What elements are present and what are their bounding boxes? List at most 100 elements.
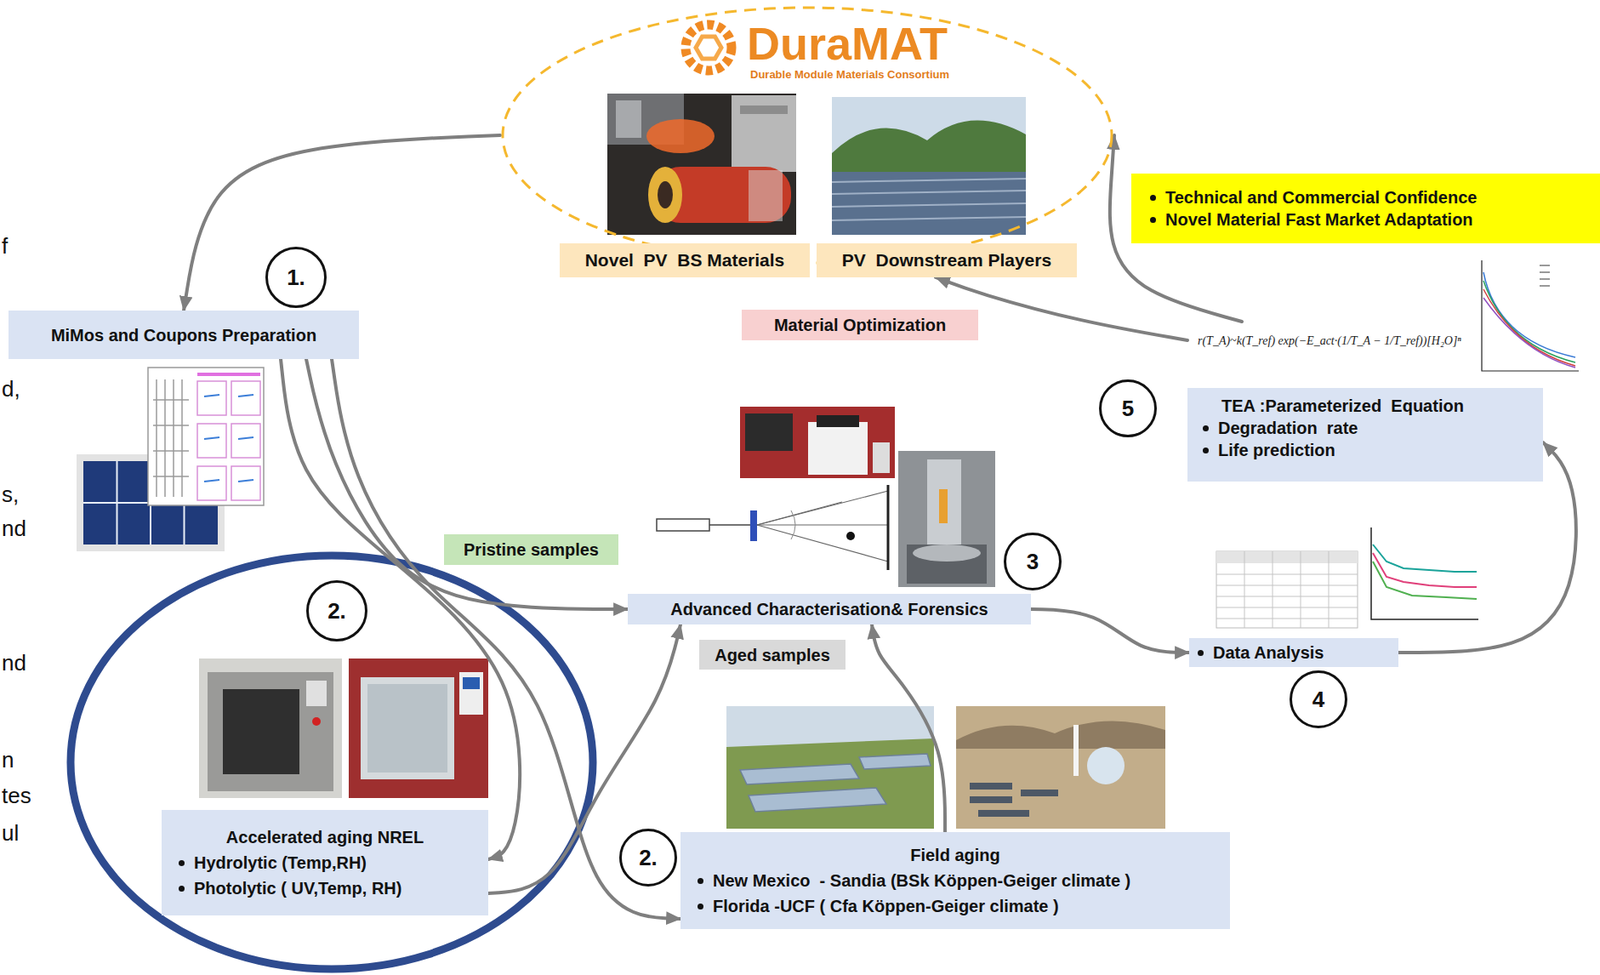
process-box: Accelerated aging NRELHydrolytic (Temp,R… bbox=[161, 809, 489, 916]
callout-circle: 2. bbox=[619, 828, 678, 887]
coupon-sheet bbox=[197, 381, 261, 501]
box-text: Advanced Characterisation& Forensics bbox=[670, 597, 988, 621]
bullet-item: Data Analysis bbox=[1192, 641, 1324, 664]
bullet-item: Hydrolytic (Temp,RH) bbox=[173, 849, 367, 876]
solar-field-photo bbox=[831, 178, 1026, 183]
scattering-schematic bbox=[750, 510, 758, 541]
process-box: MiMos and Coupons Preparation bbox=[8, 310, 359, 359]
label-box: Pristine samples bbox=[444, 534, 619, 565]
callout-circle: 4 bbox=[1289, 670, 1348, 729]
results-chart bbox=[1360, 520, 1482, 628]
flow-arrow bbox=[488, 624, 681, 894]
slide-text-fragment: n bbox=[1, 746, 14, 773]
coupon-sheet bbox=[172, 379, 175, 497]
callout-number: 2. bbox=[327, 599, 347, 622]
machine-photo bbox=[615, 100, 642, 138]
box-text: PV Downstream Players bbox=[842, 249, 1052, 272]
label-box: PV Downstream Players bbox=[816, 243, 1077, 278]
coupon-sheet bbox=[155, 379, 158, 497]
machine-photo bbox=[607, 93, 797, 235]
field-site-new-mexico-photo bbox=[969, 782, 1059, 817]
scattering-schematic bbox=[757, 501, 843, 525]
coupon-sheet bbox=[197, 372, 261, 376]
coupon-sheet bbox=[153, 379, 189, 497]
hydrolytic-chamber-photo bbox=[306, 680, 327, 707]
field-site-new-mexico-photo bbox=[1020, 789, 1059, 797]
callout-number: 3 bbox=[1026, 550, 1039, 573]
callout-circle: 1. bbox=[265, 246, 327, 308]
sample-holder-photo bbox=[898, 450, 996, 587]
solar-field-photo bbox=[831, 178, 1026, 221]
scattering-schematic bbox=[656, 518, 710, 531]
ellipse-outline bbox=[502, 7, 1112, 263]
coupon-sheet bbox=[148, 367, 264, 506]
slide-text-fragment: s, bbox=[1, 481, 19, 507]
box-text: Material Optimization bbox=[774, 313, 946, 336]
results-table bbox=[1216, 618, 1358, 620]
results-table bbox=[1216, 607, 1358, 609]
machine-photo bbox=[657, 181, 673, 209]
field-site-florida-photo bbox=[740, 763, 860, 785]
field-site-new-mexico-photo bbox=[956, 706, 1166, 829]
slide-text-fragment: tes bbox=[1, 782, 32, 809]
flow-arrow bbox=[306, 358, 628, 610]
coupon-sheet bbox=[153, 475, 189, 478]
lifetime-graph bbox=[1471, 255, 1583, 380]
sample-holder-photo bbox=[912, 544, 981, 562]
heading: Field aging bbox=[910, 842, 1001, 868]
coupon-sheet bbox=[238, 394, 254, 397]
results-chart bbox=[1360, 520, 1482, 628]
field-site-florida-photo bbox=[740, 753, 931, 812]
box-text: MiMos and Coupons Preparation bbox=[51, 324, 317, 347]
results-table bbox=[1216, 585, 1358, 587]
solar-field-photo bbox=[831, 96, 1026, 235]
field-site-new-mexico-photo bbox=[969, 782, 1013, 790]
coupon-sheet bbox=[181, 379, 183, 497]
slide-text-fragment: nd bbox=[1, 515, 27, 541]
hydrolytic-chamber-photo bbox=[312, 717, 321, 726]
callout-number: 4 bbox=[1312, 688, 1325, 711]
flow-arrow bbox=[183, 135, 501, 311]
box-text: Aged samples bbox=[714, 643, 831, 667]
field-site-new-mexico-photo bbox=[956, 720, 1166, 749]
label-box: Aged samples bbox=[699, 639, 846, 670]
photolytic-chamber-photo bbox=[348, 658, 489, 798]
solar-field-photo bbox=[831, 120, 1026, 181]
bullet-item: Technical and Commercial Confidence bbox=[1144, 186, 1477, 209]
results-table bbox=[1272, 551, 1274, 628]
lifetime-graph bbox=[1539, 284, 1550, 286]
bullet-item: Life prediction bbox=[1197, 438, 1336, 462]
lifetime-graph bbox=[1539, 271, 1550, 273]
callout-circle: 5 bbox=[1098, 379, 1157, 438]
scattering-schematic bbox=[757, 524, 889, 562]
instrument-photo bbox=[745, 413, 793, 451]
results-table bbox=[1216, 551, 1358, 628]
lifetime-graph bbox=[1539, 264, 1550, 266]
coupon-sheet bbox=[153, 424, 189, 427]
scattering-schematic bbox=[757, 490, 889, 525]
coupon-sheet bbox=[231, 423, 261, 458]
process-box: r(T_A)~k(T_ref) exp(−E_act·(1/T_A − 1/T_… bbox=[1187, 321, 1544, 482]
box-text: Pristine samples bbox=[463, 538, 599, 561]
photolytic-chamber-photo bbox=[459, 671, 484, 715]
slide-text-fragment: ul bbox=[1, 819, 19, 846]
field-site-florida-photo bbox=[748, 787, 887, 812]
coupon-sheet bbox=[231, 466, 261, 501]
heading: Accelerated aging NREL bbox=[226, 824, 424, 850]
field-site-new-mexico-photo bbox=[956, 706, 1166, 829]
lifetime-graph bbox=[1481, 260, 1579, 371]
field-site-new-mexico-photo bbox=[978, 809, 1030, 817]
logo-icon bbox=[695, 36, 722, 59]
bullet-item: New Mexico - Sandia (BSk Köppen-Geiger c… bbox=[692, 867, 1131, 894]
photolytic-chamber-photo bbox=[367, 683, 448, 773]
results-chart bbox=[1372, 552, 1477, 587]
callout-number: 5 bbox=[1121, 397, 1134, 420]
hydrolytic-chamber-photo bbox=[199, 658, 342, 798]
sample-holder-photo bbox=[927, 459, 962, 545]
results-chart bbox=[1372, 561, 1477, 599]
coupon-sheet bbox=[238, 479, 254, 482]
results-table bbox=[1300, 551, 1302, 628]
results-table bbox=[1216, 574, 1358, 576]
